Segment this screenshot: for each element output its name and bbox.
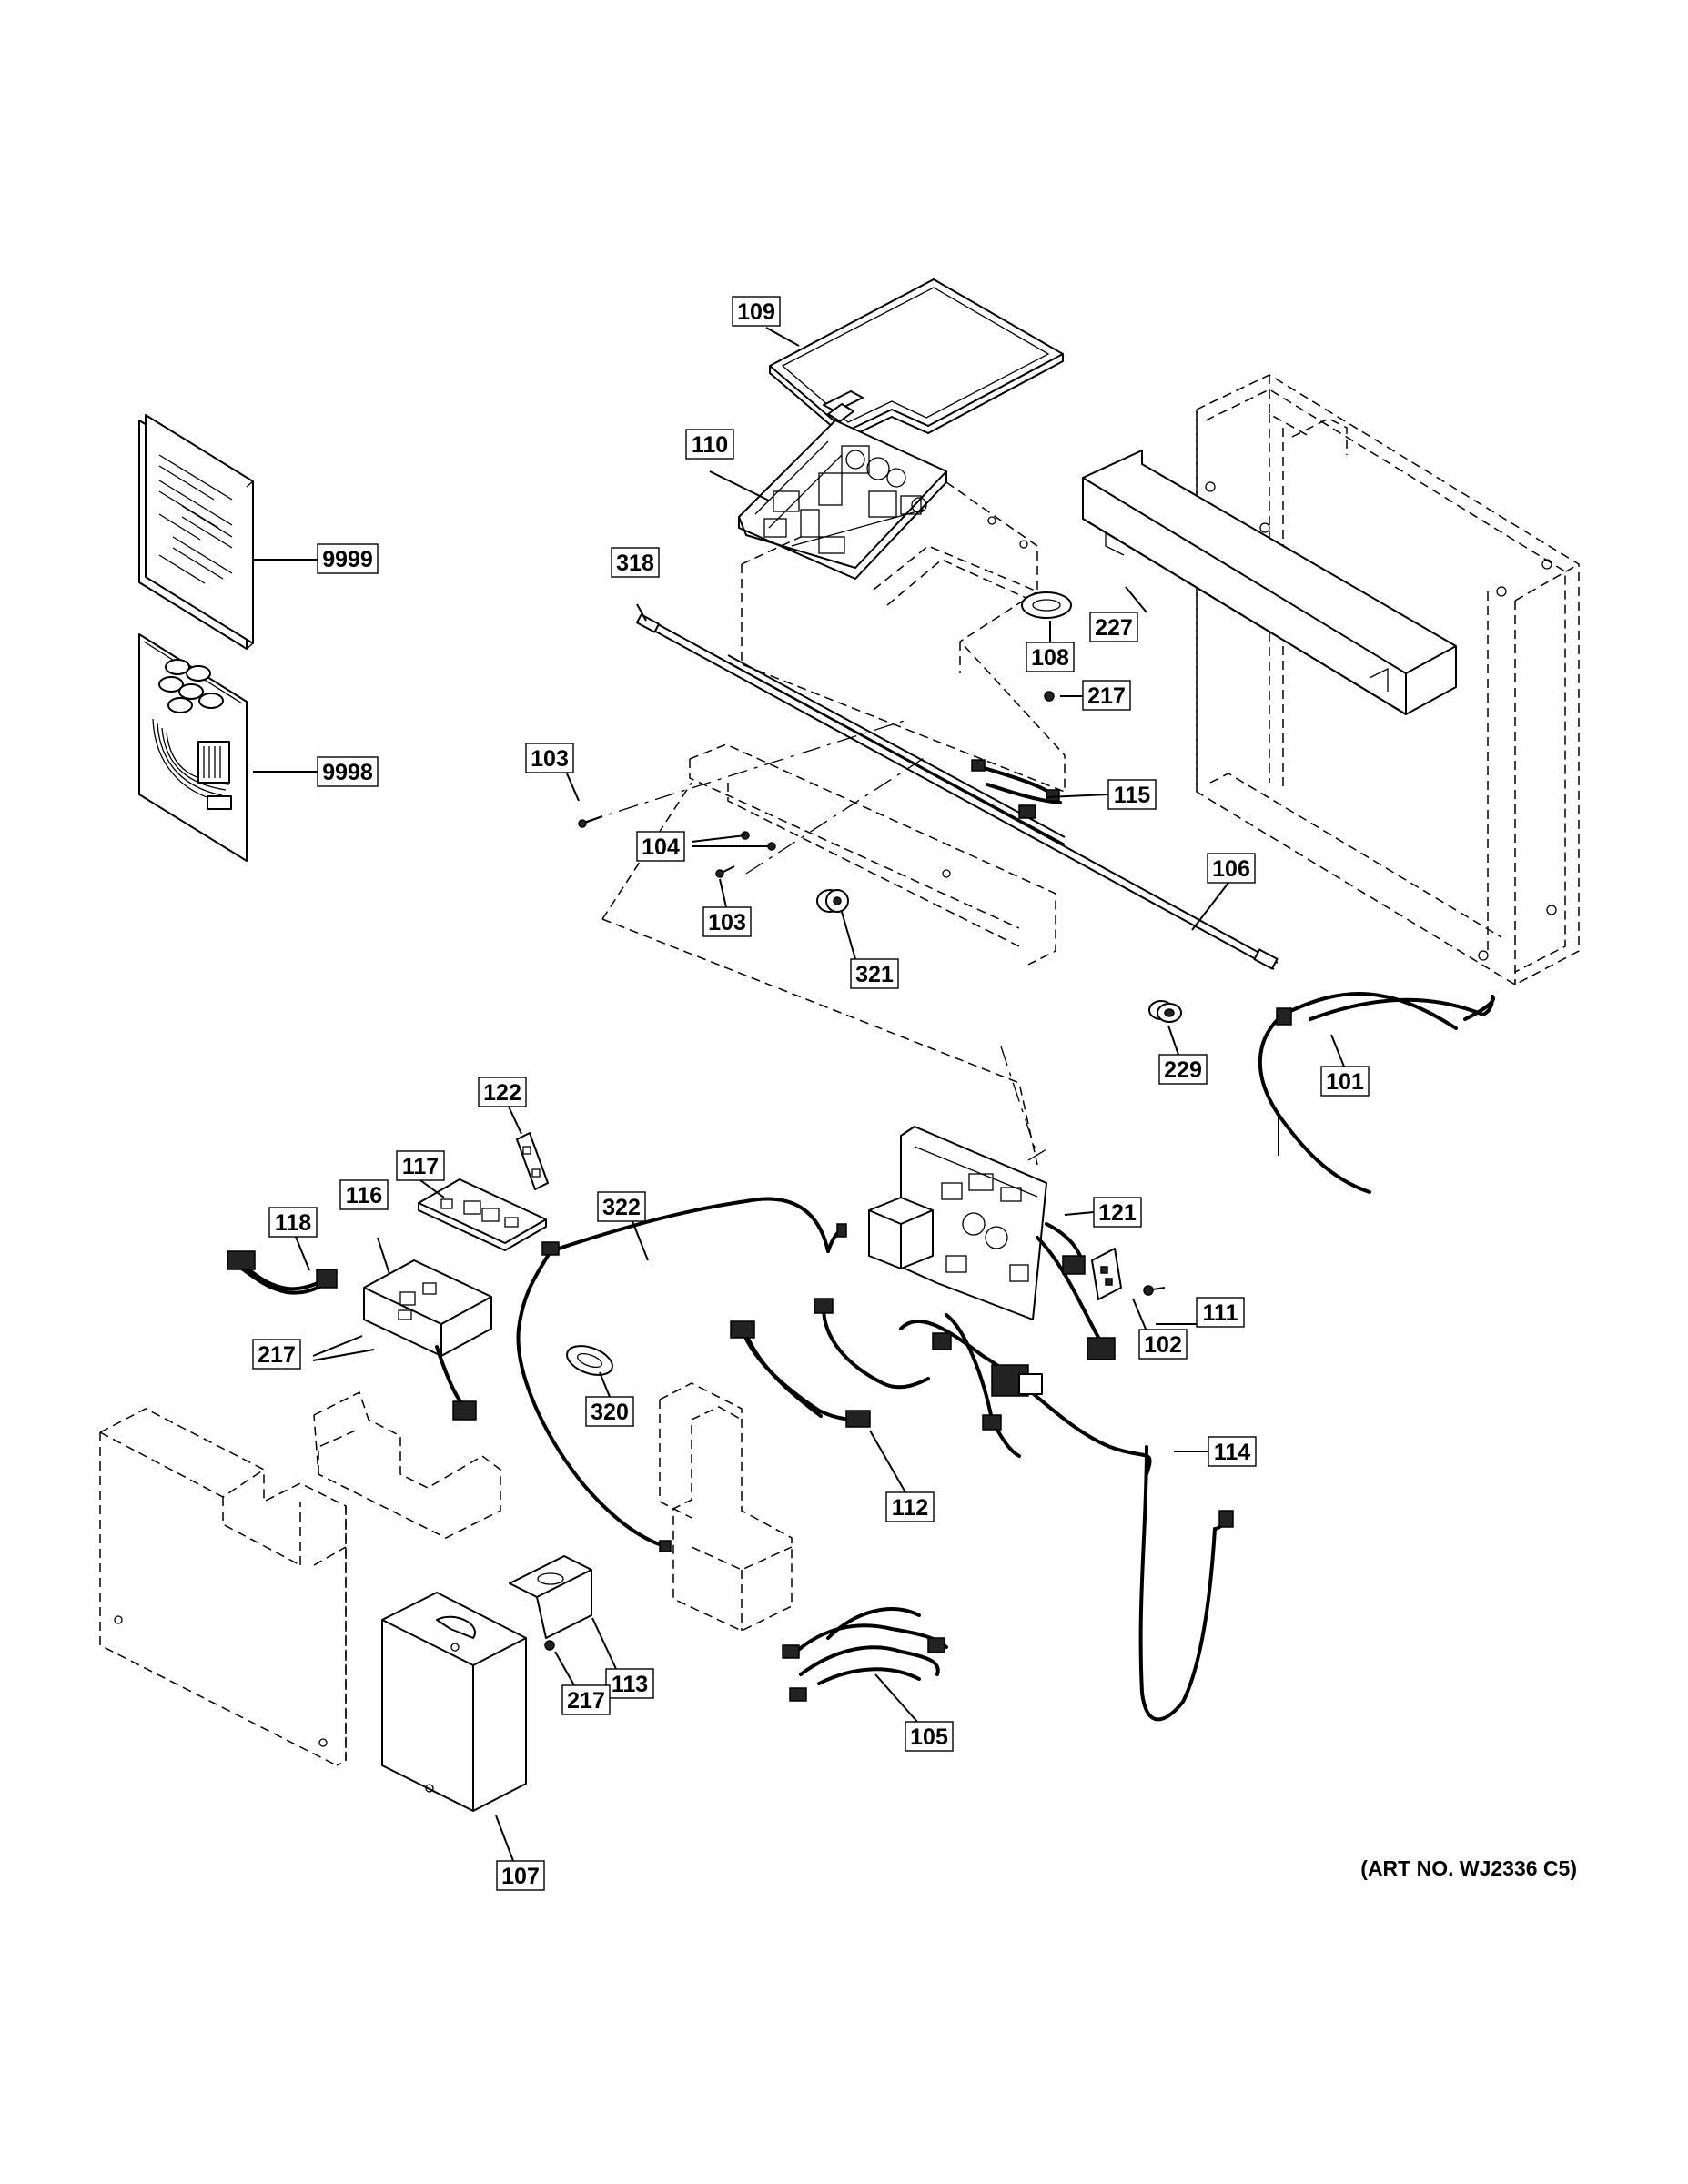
callout-217-bottom-text: 217 [567,1688,605,1714]
part-bushing-229 [1148,1000,1182,1023]
part-grommet-108 [1021,592,1072,619]
callout-106-text: 106 [1212,856,1250,882]
callout-115: 115 [1107,779,1157,810]
callout-114-text: 114 [1214,1440,1250,1465]
callout-102: 102 [1138,1329,1188,1360]
part-rail-227 [1082,450,1457,715]
part-manual-booklet [138,414,254,650]
callout-320-text: 320 [591,1400,629,1425]
callout-105-text: 105 [910,1724,948,1750]
callout-109-text: 109 [737,299,775,325]
callout-101-text: 101 [1326,1069,1364,1095]
part-board-121 [868,1126,1116,1360]
part-knob-321 [816,889,849,913]
callout-321: 321 [850,958,899,989]
callout-117-text: 117 [402,1154,439,1179]
callout-227-text: 227 [1095,615,1133,641]
callout-110: 110 [685,429,734,460]
part-grommet-320 [566,1345,613,1376]
part-housing-116 [363,1259,492,1421]
dashed-center-bottom-bracket [659,1382,793,1632]
callout-217-mid-text: 217 [258,1342,296,1368]
part-cover-plate [769,278,1064,440]
callout-107-text: 107 [501,1864,540,1889]
part-screw-217-low [544,1640,555,1651]
callout-111-text: 111 [1203,1300,1238,1326]
callout-122: 122 [478,1077,527,1107]
part-harness-101 [1258,992,1495,1194]
callout-103-top: 103 [525,743,574,774]
callout-217-mid: 217 [252,1339,301,1370]
dashed-guide-lines [1000,1046,1052,1161]
part-board-122 [516,1132,549,1190]
callout-229: 229 [1158,1054,1208,1085]
part-harness-105 [782,1607,948,1702]
callout-122-text: 122 [483,1080,521,1106]
callout-318-text: 318 [616,551,654,576]
dashed-left-enclosure [99,1390,501,1766]
callout-107: 107 [496,1860,545,1891]
callout-108-text: 108 [1031,645,1069,671]
part-hardware-bag [138,633,248,862]
part-harness-322 [516,1197,847,1552]
callout-118-text: 118 [275,1210,311,1236]
callout-103-top-text: 103 [531,746,569,772]
dashed-board-housing [741,481,1066,794]
callout-104-text: 104 [642,834,680,860]
callout-9999: 9999 [317,543,379,574]
art-number: (ART NO. WJ2336 C5) [1360,1856,1577,1880]
part-rod-assembly [635,613,1279,970]
callout-113: 113 [605,1668,654,1699]
part-screw-111 [1143,1285,1166,1296]
callout-118: 118 [268,1207,318,1238]
callout-322-text: 322 [602,1195,641,1220]
callout-112: 112 [885,1491,935,1522]
callout-111: 111 [1196,1297,1245,1328]
callout-106: 106 [1207,853,1256,884]
callout-217-bottom: 217 [561,1684,611,1715]
dashed-center-bracket [581,718,1056,1166]
callout-103-bottom: 103 [702,906,752,937]
callout-103-bottom-text: 103 [708,910,746,935]
part-bracket-113 [509,1555,592,1639]
part-harness-112 [730,1298,930,1428]
part-screw-217-top [1044,691,1055,702]
callout-112-text: 112 [892,1495,928,1521]
part-harness-115 [971,759,1062,819]
callout-9999-text: 9999 [322,547,373,572]
callout-121-text: 121 [1098,1200,1137,1226]
part-box-107 [381,1592,527,1812]
callout-113-text: 113 [612,1672,648,1697]
callout-121: 121 [1093,1197,1142,1228]
callout-9998: 9998 [317,756,379,787]
callout-109: 109 [732,296,781,327]
callout-114: 114 [1208,1436,1257,1467]
callout-116: 116 [339,1179,389,1210]
callout-108: 108 [1026,642,1075,672]
part-harness-114 [899,1313,1234,1722]
callout-321-text: 321 [855,962,894,987]
callout-101: 101 [1320,1066,1370,1097]
callout-102-text: 102 [1144,1332,1182,1358]
callout-116-text: 116 [346,1183,382,1208]
part-board-117 [418,1178,547,1251]
callout-229-text: 229 [1164,1057,1202,1083]
callout-217-top: 217 [1082,680,1131,711]
callout-105: 105 [905,1721,954,1752]
callout-104: 104 [636,831,685,862]
callout-320: 320 [585,1396,634,1427]
leader-lines [253,327,1345,1862]
callout-322: 322 [597,1191,646,1222]
part-bracket-102 [1091,1248,1122,1300]
callout-318: 318 [611,547,660,578]
callout-110-text: 110 [692,432,728,458]
part-control-board [738,403,947,580]
callout-115-text: 115 [1114,783,1150,808]
callout-217-top-text: 217 [1087,683,1126,709]
callout-9998-text: 9998 [322,760,373,785]
callout-227: 227 [1089,612,1138,642]
part-harness-118 [227,1250,338,1295]
callout-117: 117 [396,1150,445,1181]
